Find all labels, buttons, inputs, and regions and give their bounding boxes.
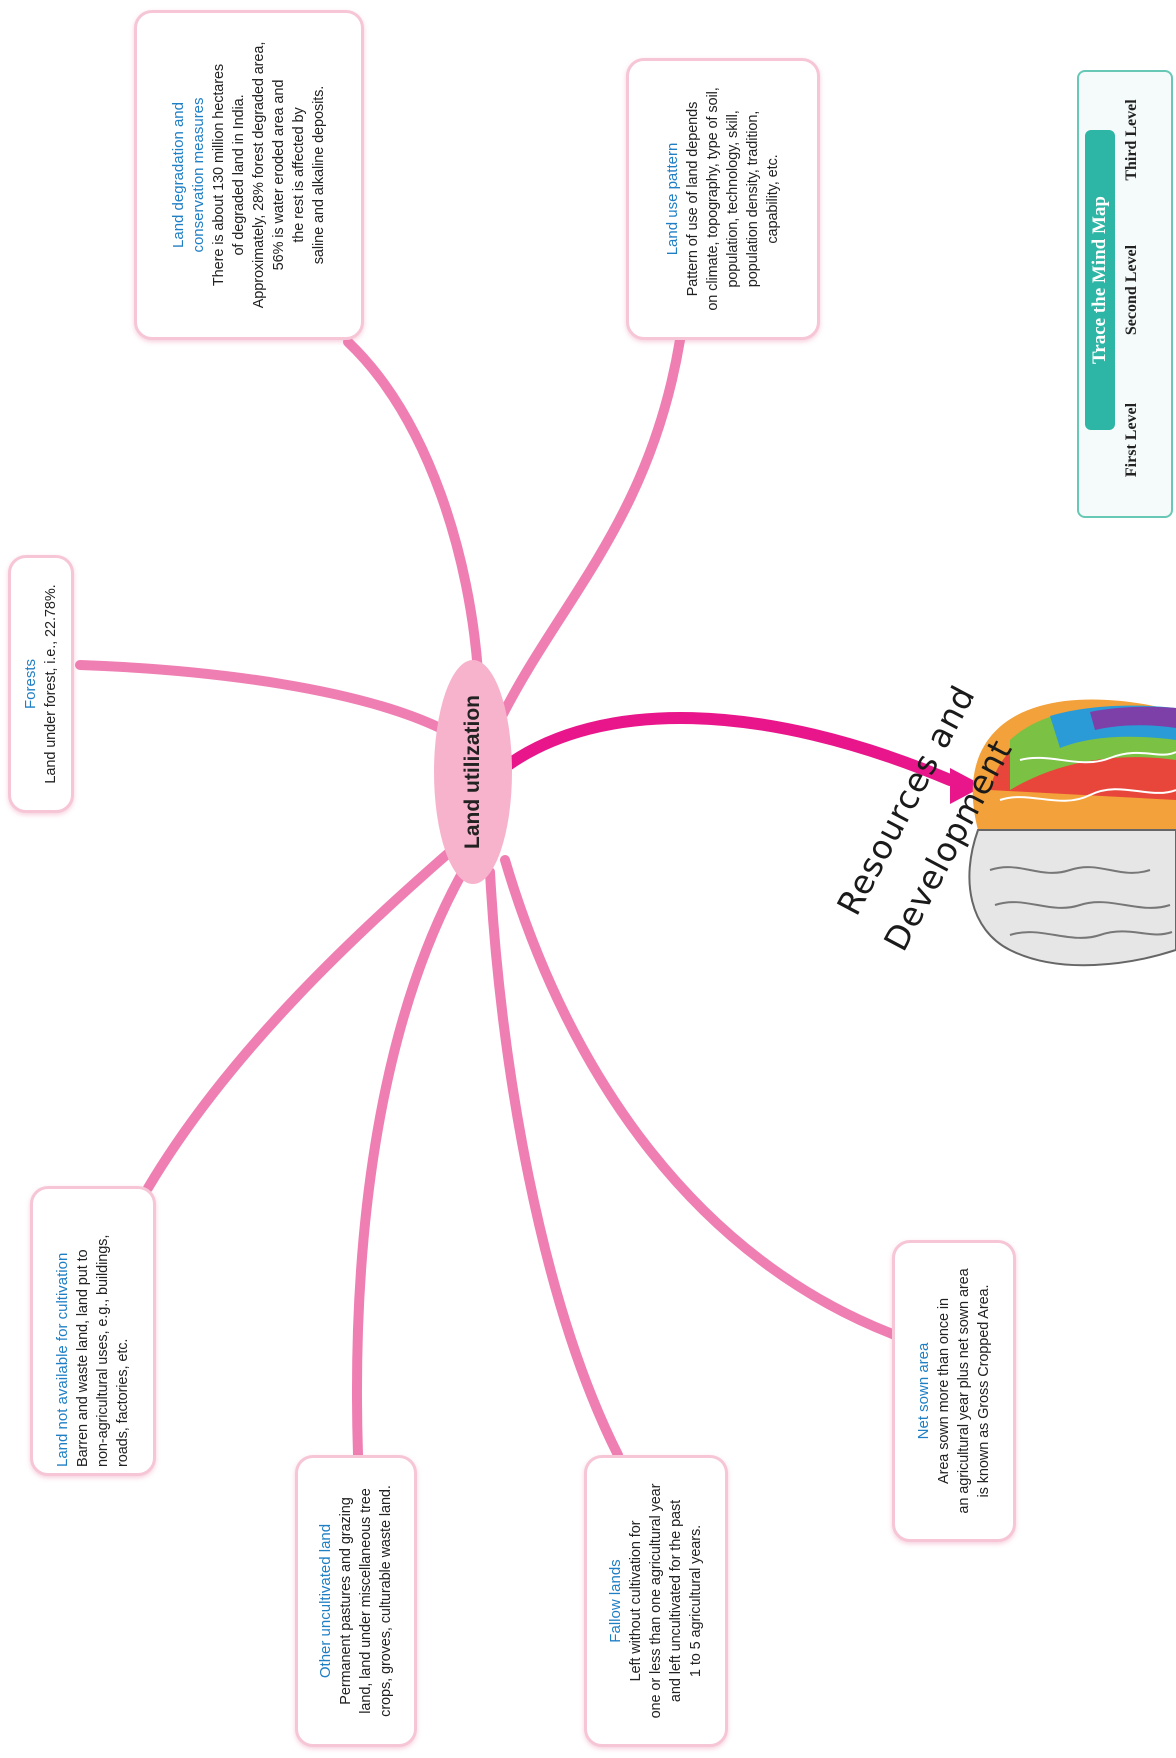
- card-body: Approximately, 28% forest degraded area,: [251, 41, 267, 309]
- card-title: Other uncultivated land: [317, 1523, 334, 1679]
- card-body: of degraded land in India.: [231, 94, 247, 256]
- card-body: Land under forest, i.e., 22.78%.: [43, 584, 59, 784]
- card-body: There is about 130 million hectares: [211, 63, 227, 287]
- trace-level-second: Second Level: [1123, 244, 1140, 336]
- branch-uncultivated: [351, 863, 470, 1460]
- card-body: Permanent pastures and grazing: [338, 1497, 354, 1705]
- card-land-degradation: Land degradation and conservation measur…: [134, 10, 364, 340]
- card-body: land, land under miscellaneous tree: [358, 1488, 374, 1714]
- trace-level-third: Third Level: [1123, 99, 1140, 181]
- card-fallow-lands: Fallow lands Left without cultivation fo…: [584, 1455, 728, 1747]
- card-body: Left without cultivation for: [628, 1520, 644, 1682]
- branch-land-use: [495, 335, 685, 725]
- trace-heading: Trace the Mind Map: [1085, 130, 1115, 430]
- branch-not-available: [143, 845, 457, 1193]
- card-body: crops, groves, culturable waste land.: [378, 1485, 394, 1717]
- card-body: one or less than one agricultural year: [648, 1483, 664, 1719]
- branch-fallow: [485, 867, 623, 1460]
- branch-degradation: [343, 337, 483, 677]
- brain-illustration: [968, 699, 1176, 967]
- card-title: Forests: [22, 659, 39, 710]
- card-body: saline and alkaline deposits.: [311, 85, 327, 265]
- branch-forests: [75, 660, 445, 733]
- card-title: Fallow lands: [607, 1559, 624, 1643]
- branch-net-sown: [500, 855, 900, 1340]
- card-title: conservation measures: [190, 97, 207, 253]
- card-body: on climate, topography, type of soil,: [705, 87, 721, 311]
- card-other-uncultivated: Other uncultivated land Permanent pastur…: [295, 1455, 417, 1747]
- card-body: is known as Gross Cropped Area.: [976, 1284, 992, 1498]
- card-title: Land use pattern: [664, 142, 681, 256]
- card-net-sown-area: Net sown area Area sown more than once i…: [892, 1240, 1016, 1542]
- trace-level-first: First Level: [1123, 402, 1140, 478]
- card-body: an agricultural year plus net sown area: [956, 1268, 972, 1514]
- card-body: Pattern of use of land depends: [685, 101, 701, 297]
- card-body: capability, etc.: [765, 154, 781, 244]
- branch-main: [502, 712, 956, 786]
- central-topic: Land utilization: [434, 660, 512, 884]
- card-body: Barren and waste land, land put to: [75, 1249, 91, 1467]
- card-body: 56% is water eroded area and: [271, 79, 287, 271]
- card-title: Land not available for cultivation: [54, 1252, 71, 1467]
- card-body: non-agricultural uses, e.g., buildings,: [95, 1234, 111, 1467]
- branch-main-arrow: [950, 768, 984, 804]
- trace-heading-label: Trace the Mind Map: [1089, 196, 1110, 364]
- card-title: Land degradation and: [170, 102, 187, 248]
- card-body: the rest is affected by: [291, 107, 307, 243]
- card-body: roads, factories, etc.: [115, 1338, 131, 1467]
- card-land-use-pattern: Land use pattern Pattern of use of land …: [626, 58, 820, 340]
- card-body: population, technology, skill,: [725, 110, 741, 288]
- card-body: 1 to 5 agricultural years.: [688, 1524, 704, 1678]
- card-body: population density, tradition,: [745, 110, 761, 288]
- card-title: Net sown area: [915, 1342, 932, 1440]
- card-body: Area sown more than once in: [936, 1298, 952, 1484]
- card-forests: Forests Land under forest, i.e., 22.78%.: [8, 555, 74, 813]
- card-body: and left uncultivated for the past: [668, 1499, 684, 1703]
- central-topic-label: Land utilization: [461, 695, 484, 849]
- card-land-not-available: Land not available for cultivation Barre…: [30, 1186, 156, 1476]
